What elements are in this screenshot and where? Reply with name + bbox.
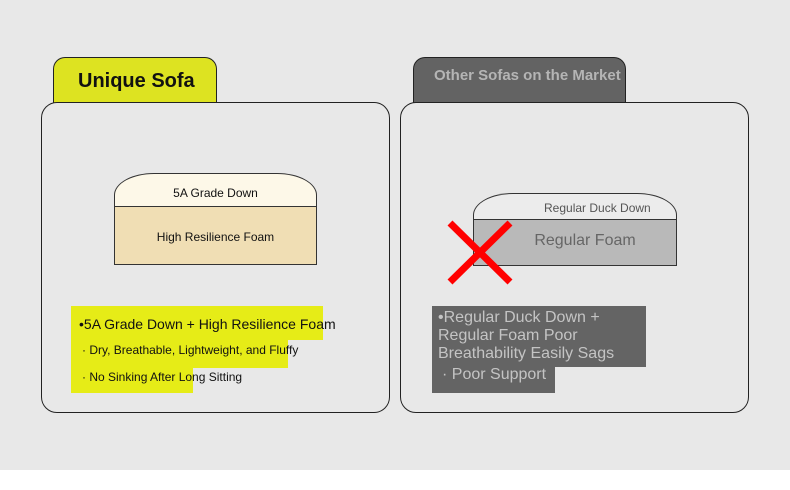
headline-text: Regular Duck Down + Regular Foam Poor Br…: [438, 309, 615, 362]
left-headline: •5A Grade Down + High Resilience Foam: [79, 316, 336, 332]
headline-text: 5A Grade Down + High Resilience Foam: [83, 316, 336, 332]
foam-layer: High Resilience Foam: [114, 206, 317, 265]
down-layer: 5A Grade Down: [114, 173, 317, 207]
duck-down-layer: Regular Duck Down: [473, 193, 677, 220]
highlight: [71, 338, 288, 368]
left-point: · No Sinking After Long Sitting: [82, 370, 243, 384]
highlight: [71, 306, 323, 340]
right-point: · Poor Support: [442, 366, 547, 383]
other-sofas-tab: Other Sofas on the Market: [413, 57, 626, 104]
right-headline: •Regular Duck Down + Regular Foam Poor B…: [438, 309, 615, 362]
unique-sofa-tab: Unique Sofa: [53, 57, 217, 104]
cross-icon: [447, 220, 513, 285]
dark-highlight: [432, 306, 646, 367]
dark-highlight: [432, 365, 555, 393]
left-point: · Dry, Breathable, Lightweight, and Fluf…: [82, 343, 299, 357]
highlight: [71, 366, 193, 393]
